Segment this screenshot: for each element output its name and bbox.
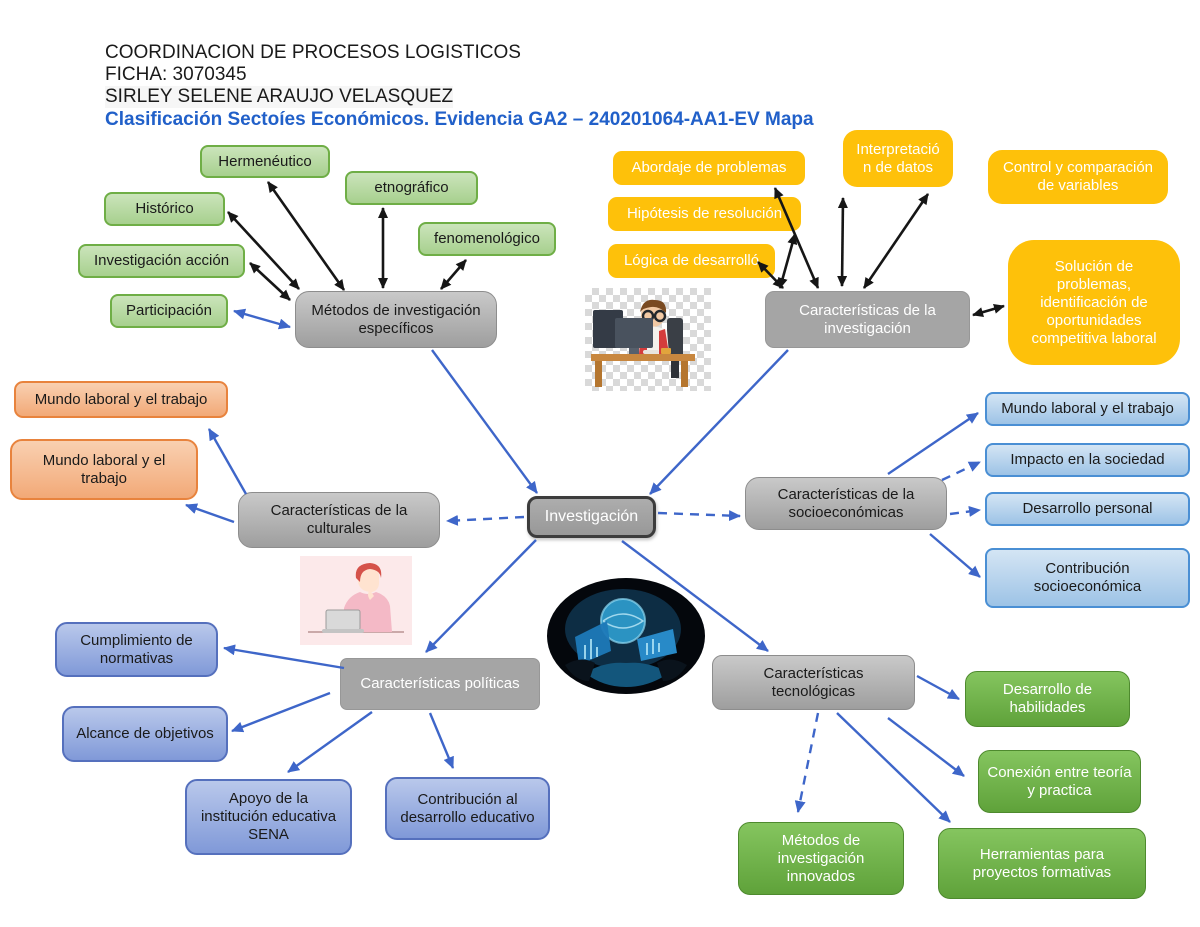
hub-caracteristicas-investigacion: Características de la investigación [765, 291, 970, 348]
node-contribucion-desarrollo-educativo: Contribución al desarrollo educativo [385, 777, 550, 840]
page-title: Clasificación Sectoíes Económicos. Evide… [105, 109, 814, 130]
node-abordaje-problemas: Abordaje de problemas [613, 151, 805, 185]
hub-caracteristicas-socioeconomicas: Características de la socioeconómicas [745, 477, 947, 530]
node-etnografico: etnográfico [345, 171, 478, 205]
node-solucion-problemas: Solución de problemas, identificación de… [1008, 240, 1180, 365]
node-participacion: Participación [110, 294, 228, 328]
hub-investigacion-central: Investigación [527, 496, 656, 538]
header-line-author: SIRLEY SELENE ARAUJO VELASQUEZ [105, 86, 454, 108]
node-hipotesis-resolucion: Hipótesis de resolución [608, 197, 801, 231]
page-header: COORDINACION DE PROCESOS LOGISTICOS FICH… [105, 42, 1005, 131]
hub-caracteristicas-tecnologicas: Características tecnológicas [712, 655, 915, 710]
node-alcance-objetivos: Alcance de objetivos [62, 706, 228, 762]
node-fenomenologico: fenomenológico [418, 222, 556, 256]
node-hermeneutico: Hermenéutico [200, 145, 330, 178]
node-herramientas-proyectos: Herramientas para proyectos formativas [938, 828, 1146, 899]
node-interpretacion-datos: Interpretació n de datos [843, 130, 953, 187]
node-historico: Histórico [104, 192, 225, 226]
node-metodos-innovados: Métodos de investigación innovados [738, 822, 904, 895]
technology-collage-image [545, 577, 707, 696]
node-mundo-laboral-3: Mundo laboral y el trabajo [985, 392, 1190, 426]
hub-caracteristicas-politicas: Características políticas [340, 658, 540, 710]
node-apoyo-institucion-sena: Apoyo de la institución educativa SENA [185, 779, 352, 855]
header-line-1: COORDINACION DE PROCESOS LOGISTICOS [105, 42, 521, 63]
node-contribucion-socioeconomica: Contribución socioeconómica [985, 548, 1190, 608]
node-mundo-laboral-1: Mundo laboral y el trabajo [14, 381, 228, 418]
hub-caracteristicas-culturales: Características de la culturales [238, 492, 440, 548]
person-with-laptop-image [300, 556, 412, 645]
node-investigacion-accion: Investigación acción [78, 244, 245, 278]
node-desarrollo-habilidades: Desarrollo de habilidades [965, 671, 1130, 727]
node-logica-desarrollo: Lógica de desarrolló [608, 244, 775, 278]
hub-metodos-especificos: Métodos de investigación específicos [295, 291, 497, 348]
node-desarrollo-personal: Desarrollo personal [985, 492, 1190, 526]
node-impacto-sociedad: Impacto en la sociedad [985, 443, 1190, 477]
node-mundo-laboral-2: Mundo laboral y el trabajo [10, 439, 198, 500]
node-cumplimiento-normativas: Cumplimiento de normativas [55, 622, 218, 677]
researcher-at-computer-image [585, 288, 711, 391]
node-control-variables: Control y comparación de variables [988, 150, 1168, 204]
header-line-ficha: FICHA: 3070345 [105, 64, 247, 85]
node-conexion-teoria-practica: Conexión entre teoría y practica [978, 750, 1141, 813]
